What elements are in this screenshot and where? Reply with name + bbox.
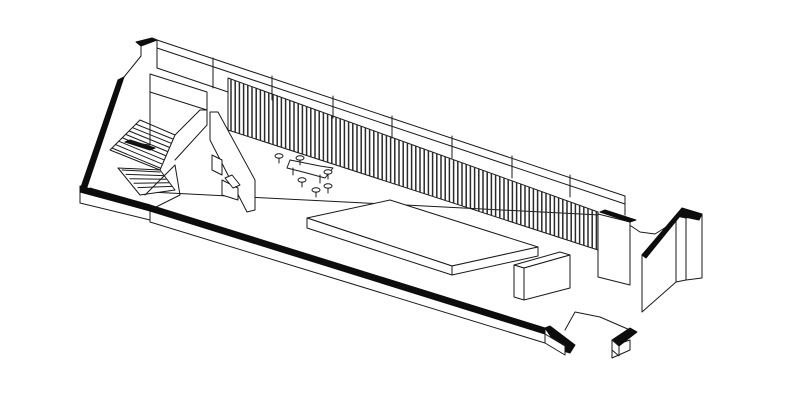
- vertical-slat-screen: [227, 77, 599, 251]
- stair-tread: [118, 140, 165, 161]
- stair-tread: [129, 130, 170, 148]
- bench-front: [523, 254, 571, 301]
- kiosk-cap: [599, 209, 637, 223]
- stair-stringer: [124, 91, 151, 146]
- display-stand: [211, 154, 223, 176]
- left-end-wall: [79, 37, 158, 191]
- stair-tread: [125, 134, 168, 152]
- right-end-structures: [597, 207, 703, 313]
- stair-tread: [121, 169, 161, 173]
- stair-tread: [132, 127, 172, 144]
- bench-block: [513, 251, 571, 301]
- entrance-ledge: [564, 311, 631, 331]
- stair-tread: [122, 137, 167, 157]
- stair-tread: [125, 173, 164, 177]
- stair-tread: [111, 147, 161, 169]
- partition-panel: [209, 111, 256, 213]
- wall-return: [123, 45, 142, 78]
- entrance-wall-face: [611, 339, 620, 357]
- stair-balustrade: [174, 109, 208, 161]
- right-wall-cap: [641, 207, 703, 259]
- end-wall-section: [79, 76, 125, 191]
- stair-tread: [136, 123, 174, 140]
- stair-lower-wall: [144, 164, 181, 211]
- display-stand-top: [224, 174, 241, 189]
- right-wall-end: [685, 213, 703, 281]
- stair-lower-flight: [117, 167, 176, 196]
- back-glass-wall: [156, 39, 626, 216]
- angled-partition: [209, 111, 256, 213]
- front-wall: [79, 185, 638, 357]
- bench-side: [513, 264, 525, 301]
- stair-tread: [137, 185, 173, 189]
- central-platform: [306, 199, 539, 276]
- wall-top-edge-2: [156, 47, 626, 205]
- wall-corner: [151, 37, 158, 69]
- right-wall-side: [675, 215, 687, 283]
- wall-top-edge: [156, 39, 626, 197]
- transom-line: [156, 67, 229, 93]
- table: [286, 159, 334, 179]
- cafe-furniture: [274, 153, 334, 198]
- stair-upper-landing: [149, 73, 208, 111]
- platform-side-face: [451, 246, 539, 276]
- front-wall-corner-face: [544, 333, 566, 356]
- kiosk-panel: [597, 213, 631, 286]
- right-wall-face: [641, 215, 677, 313]
- staircase: [89, 73, 208, 211]
- stair-tread: [115, 144, 163, 165]
